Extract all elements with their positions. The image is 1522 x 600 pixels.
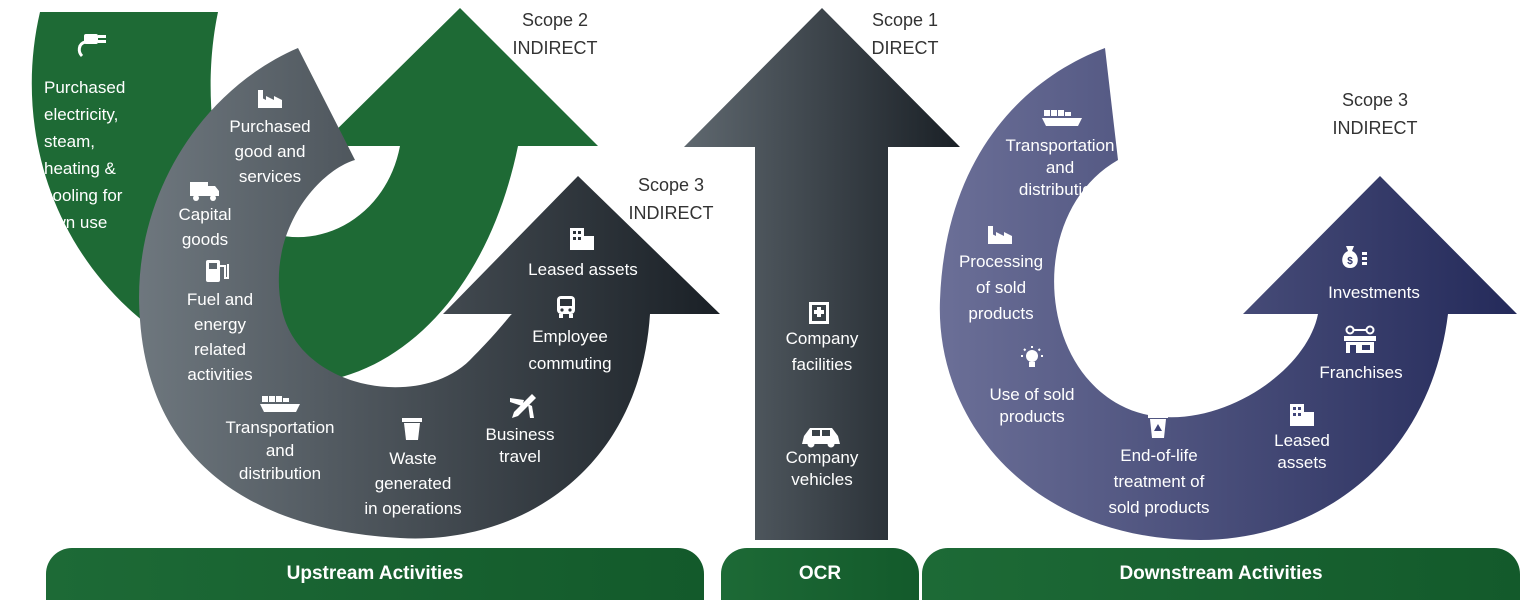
downstream-item-investments: Investments (1328, 283, 1420, 302)
fuel-pump-icon (206, 260, 229, 282)
scope1-arrow (684, 8, 960, 540)
franchise-store-icon (1344, 325, 1376, 353)
scope3-downstream-label: Scope 3 INDIRECT (1332, 90, 1418, 138)
svg-text:$: $ (1347, 256, 1353, 267)
upstream-item-waste: Waste generated in operations (364, 449, 462, 518)
ship-icon (1042, 110, 1082, 126)
ship-icon (260, 396, 300, 412)
bus-icon (557, 296, 575, 318)
upstream-item-business-travel: Business travel (485, 425, 555, 466)
building-icon (1290, 404, 1314, 426)
upstream-item-transportation: Transportation and distribution (225, 418, 335, 483)
truck-icon (190, 182, 219, 201)
recycle-bin-icon (1148, 414, 1168, 438)
downstream-item-transportation: Transportation and distribution (1005, 136, 1115, 199)
upstream-item-capital-goods: Capital goods (178, 205, 232, 249)
direct-item-company-facilities: Company facilities (785, 329, 859, 374)
building-icon (570, 228, 594, 250)
ocr-bar: OCR (721, 548, 919, 600)
upstream-item-fuel-energy: Fuel and energy related activities (186, 290, 254, 384)
scope2-label: Scope 2 INDIRECT (512, 10, 598, 58)
downstream-item-leased-assets: Leased assets (1274, 431, 1330, 472)
factory-icon (988, 226, 1012, 244)
scope3-upstream-arrow (139, 48, 720, 539)
downstream-activities-bar: Downstream Activities (922, 548, 1520, 600)
lightbulb-icon (1021, 346, 1043, 367)
downstream-item-use-of-sold-products: Use of sold products (989, 385, 1075, 426)
plug-icon (77, 34, 106, 58)
money-bag-icon: $ (1342, 246, 1367, 268)
scope3-downstream-arrow (939, 48, 1517, 540)
bin-icon (402, 418, 422, 440)
direct-item-company-vehicles: Company vehicles (785, 448, 859, 489)
airplane-icon (510, 394, 536, 418)
scope3-upstream-label: Scope 3 INDIRECT (628, 175, 714, 223)
scope1-label: Scope 1 DIRECT (871, 10, 939, 58)
downstream-item-processing: Processing of sold products (958, 252, 1044, 323)
scope2-item-label: Purchased electricity, steam, heating & … (44, 78, 126, 232)
upstream-item-employee-commuting: Employee commuting (528, 327, 612, 373)
car-icon (802, 428, 840, 448)
upstream-activities-bar: Upstream Activities (46, 548, 704, 600)
hospital-building-icon (809, 302, 829, 324)
upstream-item-leased-assets: Leased assets (528, 260, 638, 279)
factory-icon (258, 90, 282, 108)
downstream-item-end-of-life: End-of-life treatment of sold products (1108, 446, 1210, 517)
upstream-item-purchased-goods: Purchased good and services (229, 117, 311, 186)
downstream-item-franchises: Franchises (1319, 363, 1403, 382)
